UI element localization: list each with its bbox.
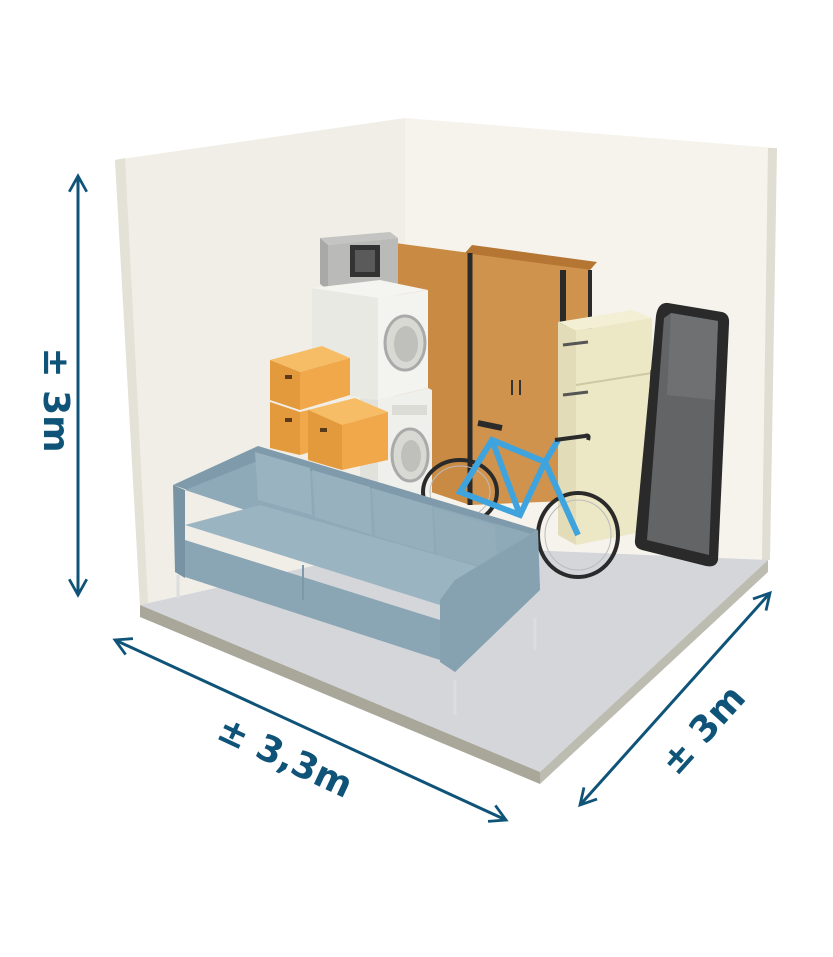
fridge-icon (558, 310, 653, 545)
depth-arrow (578, 590, 772, 808)
bicycle-icon (421, 420, 620, 579)
depth-label: ± 3m (653, 677, 754, 783)
sofa-icon (173, 446, 540, 715)
width-arrow (112, 637, 509, 823)
height-label: ± 3m (35, 347, 76, 452)
width-label: ± 3,3m (211, 709, 359, 807)
storage-box-icon (270, 346, 388, 470)
left-wall-edge (115, 158, 148, 605)
mirror-icon (634, 302, 730, 567)
height-dimension: ± 3m (35, 173, 88, 598)
right-wall-edge (762, 148, 777, 560)
microwave-icon (320, 232, 398, 290)
